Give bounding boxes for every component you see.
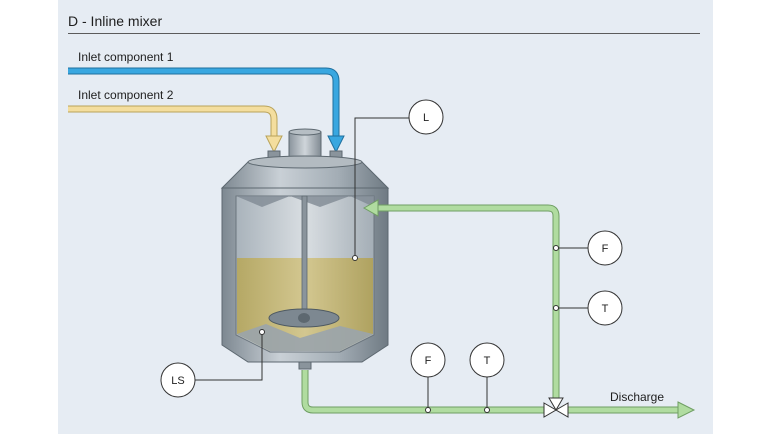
flow-discharge-label: F	[425, 355, 432, 367]
temperature-indicator-discharge: T	[469, 342, 505, 378]
flow-indicator-return: F	[587, 230, 623, 266]
diagram-title: D - Inline mixer	[68, 13, 163, 29]
inlet-1-label: Inlet component 1	[78, 50, 174, 64]
temp-discharge-label: T	[484, 355, 491, 367]
level-indicator: L	[408, 99, 444, 135]
level-indicator-label: L	[423, 112, 429, 124]
discharge-pipe	[564, 401, 696, 419]
discharge-label: Discharge	[610, 390, 665, 404]
title-divider	[68, 33, 700, 34]
mixing-tank	[220, 128, 390, 370]
level-switch-indicator: LS	[160, 362, 196, 398]
instrument-tap-points	[259, 245, 559, 413]
three-way-valve	[543, 397, 569, 418]
recirculation-pipe	[301, 199, 560, 414]
instrument-leads	[195, 117, 588, 410]
inlet-2-pipe	[68, 105, 283, 154]
inlet-2-label: Inlet component 2	[78, 88, 174, 102]
flow-indicator-discharge: F	[410, 342, 446, 378]
inlet-1-pipe	[68, 67, 345, 154]
flow-return-label: F	[602, 243, 609, 255]
level-switch-label: LS	[171, 375, 184, 387]
temperature-indicator-return: T	[587, 290, 623, 326]
temp-return-label: T	[602, 303, 609, 315]
